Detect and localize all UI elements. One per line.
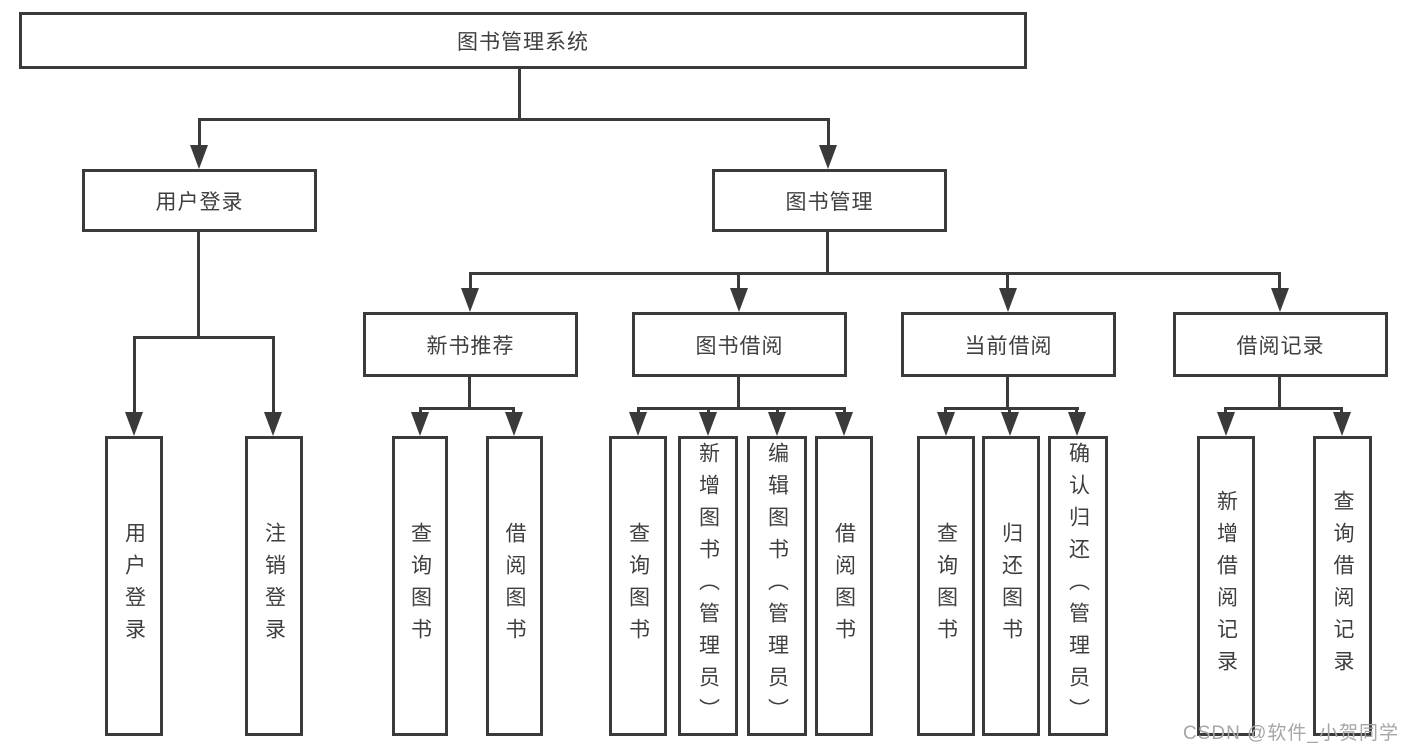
connector-borrow-records-stem	[1278, 377, 1281, 407]
leaf-borrowing-query-label: 查询图书	[626, 522, 650, 650]
arrow-current-borrow-leaf-1	[937, 412, 955, 436]
connector-new-book-drop-2	[512, 407, 515, 415]
leaf-newbook-borrow-label: 借阅图书	[503, 522, 526, 650]
connector-borrow-records-drop-2	[1340, 407, 1343, 415]
node-new-book-recommend: 新书推荐	[363, 312, 578, 377]
connector-book-borrow-drop-3	[776, 407, 779, 415]
leaf-records-query-label: 查询借阅记录	[1331, 490, 1354, 682]
leaf-records-add: 新增借阅记录	[1197, 436, 1255, 736]
connector-current-borrow-stem	[1006, 377, 1009, 407]
leaf-borrowing-add-admin-label: 新增图书（管理员）	[696, 442, 720, 730]
leaf-current-confirm-admin-label: 确认归还（管理员）	[1066, 442, 1090, 730]
arrow-to-book-management	[819, 145, 837, 169]
leaf-current-return-label: 归还图书	[999, 522, 1023, 650]
connector-new-book-hbar	[419, 407, 515, 410]
arrow-book-borrow-leaf-1	[629, 412, 647, 436]
node-current-borrowing: 当前借阅	[901, 312, 1116, 377]
leaf-logout: 注销登录	[245, 436, 303, 736]
arrow-new-book-leaf-1	[411, 412, 429, 436]
connector-book-borrow-hbar	[637, 407, 846, 410]
connector-level3-drop-1	[469, 272, 472, 290]
arrow-to-borrow-records	[1271, 288, 1289, 312]
node-new-book-recommend-label: 新书推荐	[426, 334, 515, 358]
leaf-user-login-label: 用户登录	[122, 522, 146, 650]
leaf-user-login: 用户登录	[105, 436, 163, 736]
node-root-label: 图书管理系统	[457, 30, 589, 54]
connector-level3-hbar	[469, 272, 1281, 275]
node-user-login-label: 用户登录	[155, 190, 244, 214]
connector-root-stem	[518, 69, 521, 118]
watermark: CSDN @软件_小贺同学	[1183, 723, 1399, 744]
leaf-logout-label: 注销登录	[262, 522, 286, 650]
arrow-to-logout-leaf	[264, 412, 282, 436]
arrow-to-user-login-leaf	[125, 412, 143, 436]
node-book-borrowing: 图书借阅	[632, 312, 847, 377]
connector-borrow-records-hbar	[1225, 407, 1343, 410]
connector-root-drop-left	[198, 118, 201, 147]
arrow-to-new-book-recommend	[461, 288, 479, 312]
connector-user-login-hbar	[133, 336, 275, 339]
connector-root-hbar	[198, 118, 830, 121]
leaf-current-query-label: 查询图书	[934, 522, 958, 650]
connector-user-login-drop-1	[133, 336, 136, 414]
arrow-borrow-records-leaf-1	[1217, 412, 1235, 436]
leaf-borrowing-borrow: 借阅图书	[815, 436, 873, 736]
leaf-borrowing-add-admin: 新增图书（管理员）	[678, 436, 738, 736]
connector-current-borrow-drop-3	[1075, 407, 1078, 415]
connector-borrow-records-drop-1	[1224, 407, 1227, 415]
arrow-book-borrow-leaf-3	[768, 412, 786, 436]
node-book-management: 图书管理	[712, 169, 947, 232]
arrow-book-borrow-leaf-4	[835, 412, 853, 436]
arrow-borrow-records-leaf-2	[1333, 412, 1351, 436]
leaf-newbook-query-label: 查询图书	[408, 522, 432, 650]
arrow-new-book-leaf-2	[505, 412, 523, 436]
arrow-current-borrow-leaf-3	[1068, 412, 1086, 436]
node-current-borrowing-label: 当前借阅	[964, 334, 1053, 358]
connector-book-borrow-drop-2	[707, 407, 710, 415]
leaf-current-return: 归还图书	[982, 436, 1040, 736]
arrow-to-current-borrowing	[999, 288, 1017, 312]
connector-book-management-stem	[826, 232, 829, 272]
node-user-login: 用户登录	[82, 169, 317, 232]
connector-book-borrow-drop-1	[637, 407, 640, 415]
leaf-current-query: 查询图书	[917, 436, 975, 736]
connector-current-borrow-hbar	[945, 407, 1079, 410]
connector-book-borrow-drop-4	[843, 407, 846, 415]
leaf-borrowing-query: 查询图书	[609, 436, 667, 736]
connector-new-book-stem	[468, 377, 471, 407]
connector-current-borrow-drop-2	[1008, 407, 1011, 415]
leaf-records-query: 查询借阅记录	[1313, 436, 1372, 736]
leaf-newbook-query: 查询图书	[392, 436, 448, 736]
arrow-book-borrow-leaf-2	[699, 412, 717, 436]
node-book-borrowing-label: 图书借阅	[695, 334, 784, 358]
node-borrow-records: 借阅记录	[1173, 312, 1388, 377]
leaf-newbook-borrow: 借阅图书	[486, 436, 543, 736]
connector-user-login-drop-2	[272, 336, 275, 414]
node-root: 图书管理系统	[19, 12, 1027, 69]
node-book-management-label: 图书管理	[785, 190, 874, 214]
leaf-borrowing-edit-admin-label: 编辑图书（管理员）	[765, 442, 789, 730]
connector-level3-drop-2	[737, 272, 740, 290]
connector-book-borrow-stem	[737, 377, 740, 407]
leaf-records-add-label: 新增借阅记录	[1214, 490, 1238, 682]
arrow-to-user-login	[190, 145, 208, 169]
node-borrow-records-label: 借阅记录	[1236, 334, 1325, 358]
connector-user-login-stem	[197, 232, 200, 336]
arrow-to-book-borrowing	[730, 288, 748, 312]
connector-current-borrow-drop-1	[944, 407, 947, 415]
arrow-current-borrow-leaf-2	[1001, 412, 1019, 436]
connector-level3-drop-4	[1278, 272, 1281, 290]
connector-new-book-drop-1	[419, 407, 422, 415]
leaf-current-confirm-admin: 确认归还（管理员）	[1048, 436, 1108, 736]
connector-root-drop-right	[827, 118, 830, 147]
leaf-borrowing-edit-admin: 编辑图书（管理员）	[747, 436, 807, 736]
leaf-borrowing-borrow-label: 借阅图书	[832, 522, 856, 650]
connector-level3-drop-3	[1006, 272, 1009, 290]
